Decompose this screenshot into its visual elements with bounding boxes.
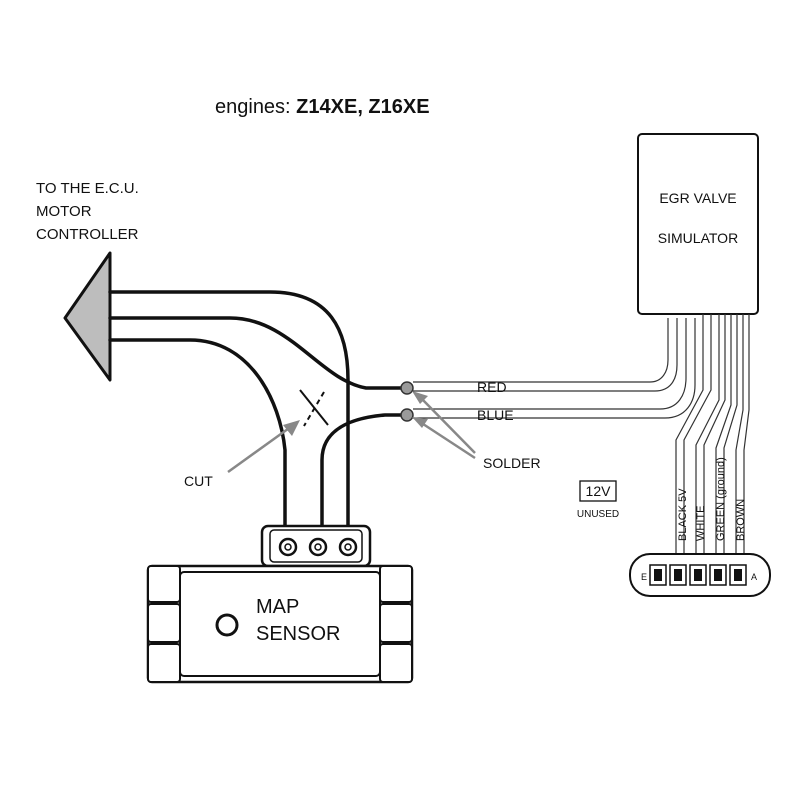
cut-arrow-icon (227, 420, 300, 474)
connector-pin-b-slot (714, 569, 722, 581)
title-prefix: engines: (215, 96, 296, 118)
map-sensor-label-line1: MAP (256, 596, 299, 618)
egr-signal-wires (413, 318, 696, 419)
wire-label-white: WHITE (695, 506, 707, 541)
cut-label: CUT (184, 473, 213, 489)
wire-label-brown: BROWN (735, 499, 747, 541)
wire-label-green: GREEN (ground) (715, 457, 727, 541)
unused-label: UNUSED (577, 509, 619, 520)
connector-pins (649, 564, 747, 586)
blue-wire-label: BLUE (477, 407, 514, 423)
solder-point-blue (400, 408, 414, 422)
solder-point-red (400, 381, 414, 395)
ecu-label-line2: MOTOR (36, 203, 92, 220)
ecu-arrowhead-icon (63, 251, 112, 382)
egr-simulator-box (637, 133, 759, 315)
connector-pin-a-slot (734, 569, 742, 581)
wire-left (108, 338, 287, 542)
connector-pin-c-slot (694, 569, 702, 581)
diagram-title: engines: Z14XE, Z16XE (215, 96, 430, 118)
map-sensor-mounting-tabs (147, 565, 413, 683)
map-sensor-port-icon (215, 613, 239, 637)
connector-pin-a-label: A (751, 572, 757, 582)
ecu-label-line1: TO THE E.C.U. (36, 180, 139, 197)
title-models: Z14XE, Z16XE (296, 96, 429, 118)
voltage-badge (579, 480, 617, 502)
wire-right (108, 290, 350, 542)
map-sensor-label-line2: SENSOR (256, 623, 340, 645)
egr-label-line2: SIMULATOR (658, 230, 738, 246)
connector-pin-d-slot (674, 569, 682, 581)
wire-ecu-signal (108, 316, 404, 390)
egr-label-line1: EGR VALVE (659, 190, 736, 206)
solder-label: SOLDER (483, 455, 541, 471)
connector-pin-e-label: E (641, 572, 647, 582)
ecu-label-line3: CONTROLLER (36, 226, 139, 243)
map-connector-inner (269, 529, 363, 563)
wire-label-black: BLACK 5V (677, 488, 689, 541)
cable-bundle (108, 290, 406, 542)
map-connector-pins (278, 537, 358, 557)
wire-map-signal (320, 413, 406, 542)
solder-arrows-icon (412, 391, 476, 460)
red-wire-label: RED (477, 379, 507, 395)
connector-pin-e-slot (654, 569, 662, 581)
cut-mark-icon (299, 389, 329, 427)
voltage-label: 12V (586, 483, 612, 499)
connector-wires (675, 314, 750, 565)
